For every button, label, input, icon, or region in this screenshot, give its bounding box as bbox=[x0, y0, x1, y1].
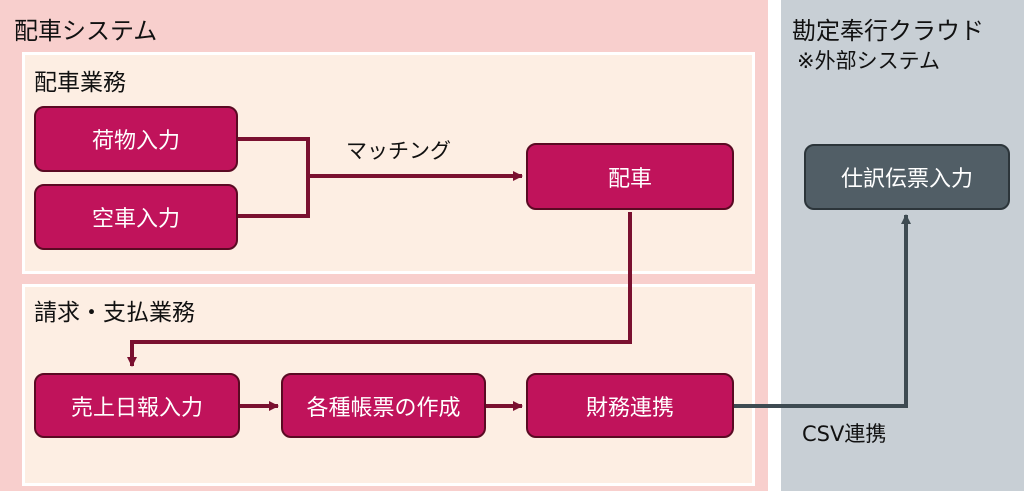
billing-section-title: 請求・支払業務 bbox=[34, 300, 195, 326]
external-system-note: ※外部システム bbox=[797, 49, 940, 73]
daily-sales-input-box: 売上日報入力 bbox=[34, 373, 240, 438]
csv-link-arrow bbox=[733, 214, 911, 408]
external-system-title: 勘定奉行クラウド bbox=[792, 17, 984, 45]
matching-label: マッチング bbox=[346, 139, 451, 163]
empty-truck-connector bbox=[238, 176, 310, 218]
cargo-input-box: 荷物入力 bbox=[34, 106, 238, 172]
forms-creation-box: 各種帳票の作成 bbox=[281, 373, 486, 438]
dispatch-section-title: 配車業務 bbox=[34, 70, 126, 96]
empty-truck-input-box: 空車入力 bbox=[34, 184, 238, 250]
dispatch-to-sales-arrow bbox=[127, 212, 632, 367]
finance-link-box: 財務連携 bbox=[526, 373, 734, 438]
csv-link-label: CSV連携 bbox=[802, 422, 887, 446]
external-system-panel bbox=[781, 0, 1024, 491]
journal-input-box: 仕訳伝票入力 bbox=[804, 144, 1010, 210]
cargo-connector bbox=[238, 137, 310, 176]
dispatch-box: 配車 bbox=[526, 143, 734, 210]
dispatch-system-title: 配車システム bbox=[14, 17, 158, 45]
